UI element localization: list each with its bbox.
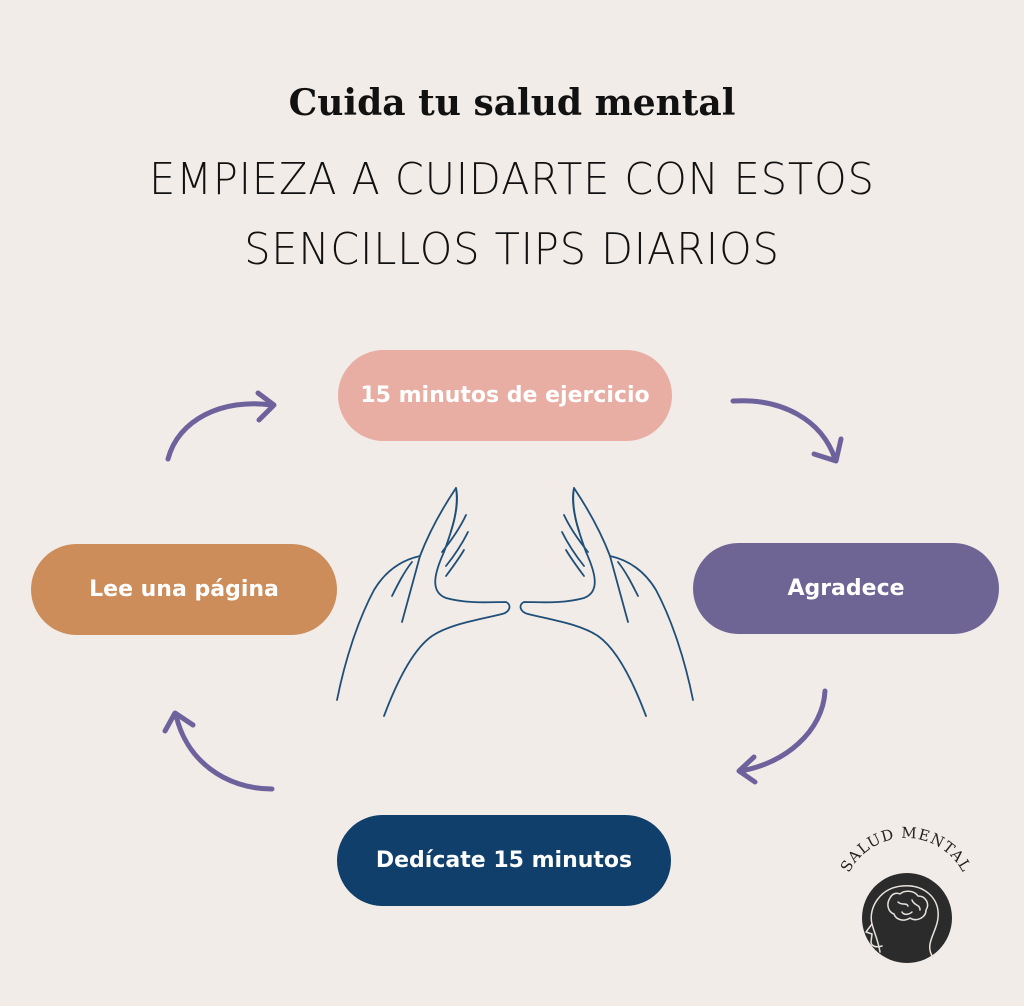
step-read-label: Lee una página	[89, 577, 279, 602]
subtitle-line-2: SENCILLOS TIPS DIARIOS	[244, 224, 780, 275]
page-title: Cuida tu salud mental	[288, 82, 736, 124]
arrow-top-left-icon	[165, 390, 277, 462]
hands-icon	[336, 487, 694, 717]
logo-text: SALUD MENTAL	[837, 824, 976, 876]
logo-circle	[862, 873, 952, 963]
step-exercise-label: 15 minutos de ejercicio	[360, 383, 650, 408]
arrow-bottom-right-icon	[736, 688, 828, 785]
subtitle-line-1: EMPIEZA A CUIDARTE CON ESTOS	[149, 154, 875, 205]
arrow-bottom-left-icon	[162, 710, 275, 792]
step-gratitude: Agradece	[693, 543, 999, 634]
logo: SALUD MENTAL	[837, 824, 976, 963]
step-self-time-label: Dedícate 15 minutos	[375, 848, 633, 873]
step-exercise: 15 minutos de ejercicio	[338, 350, 672, 441]
step-gratitude-label: Agradece	[787, 576, 905, 601]
step-self-time: Dedícate 15 minutos	[337, 815, 671, 906]
head-brain-icon	[865, 885, 939, 959]
arrow-top-right-icon	[730, 398, 844, 464]
step-read: Lee una página	[31, 544, 337, 635]
